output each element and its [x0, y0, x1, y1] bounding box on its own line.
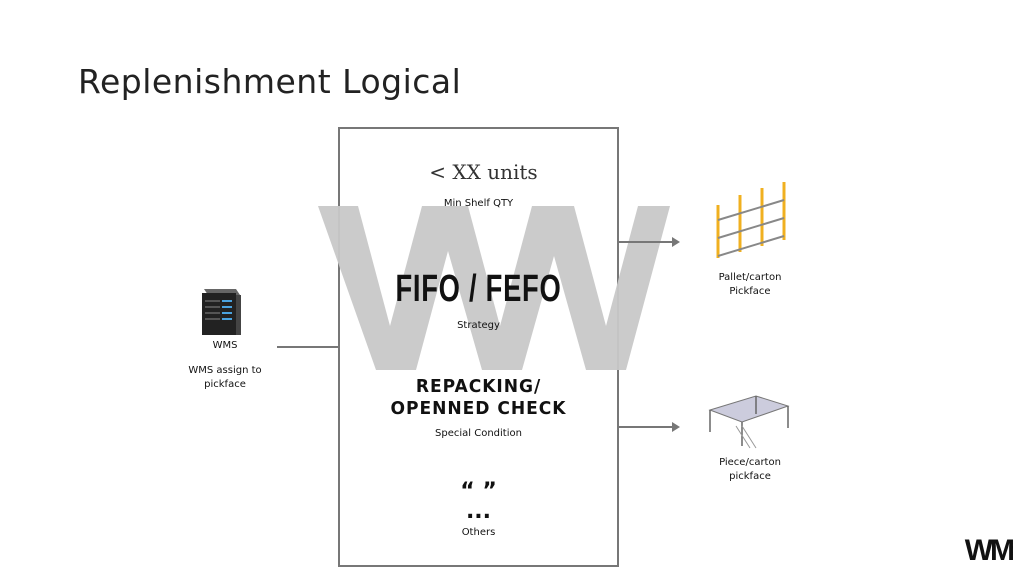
min-shelf-label: Min Shelf QTY	[443, 198, 514, 209]
wms-caption: WMS assign to pickface	[170, 364, 280, 392]
pallet-arrow	[619, 241, 673, 243]
pallet-rack-icon	[716, 182, 786, 258]
piece-arrow	[619, 426, 673, 428]
wms-caption-line-1: WMS assign to	[188, 365, 262, 376]
quote-marks: “ ”	[460, 479, 497, 504]
special-line-1: REPACKING/	[415, 376, 542, 397]
pallet-label: Pallet/carton Pickface	[700, 271, 800, 299]
wms-label: WMS	[212, 340, 238, 351]
others-value: “ ” ...	[338, 479, 619, 524]
wms-caption-line-2: pickface	[204, 379, 246, 390]
ellipsis: ...	[465, 499, 492, 524]
wm-watermark	[318, 206, 670, 370]
arrow-head-icon	[672, 237, 680, 247]
special-condition-value: REPACKING/ OPENNED CHECK	[345, 376, 612, 420]
strategy-value: FIFO / FEFO	[395, 268, 562, 310]
min-shelf-value: < XX units	[429, 160, 538, 184]
mezzanine-icon	[708, 395, 790, 449]
watermark-shape	[318, 206, 670, 370]
pallet-label-line-1: Pallet/carton	[718, 272, 782, 283]
pallet-label-line-2: Pickface	[729, 286, 771, 297]
arrow-head-icon	[672, 422, 680, 432]
slide-title: Replenishment Logical	[78, 62, 462, 101]
special-line-2: OPENNED CHECK	[390, 398, 567, 419]
wm-logo: WM	[964, 534, 1015, 567]
piece-label: Piece/carton pickface	[700, 456, 800, 484]
others-label: Others	[461, 527, 496, 538]
piece-label-line-1: Piece/carton	[719, 457, 781, 468]
special-condition-label: Special Condition	[435, 428, 522, 439]
server-icon	[202, 289, 241, 335]
piece-label-line-2: pickface	[729, 471, 771, 482]
wms-connector	[277, 346, 339, 348]
strategy-label: Strategy	[457, 320, 500, 331]
